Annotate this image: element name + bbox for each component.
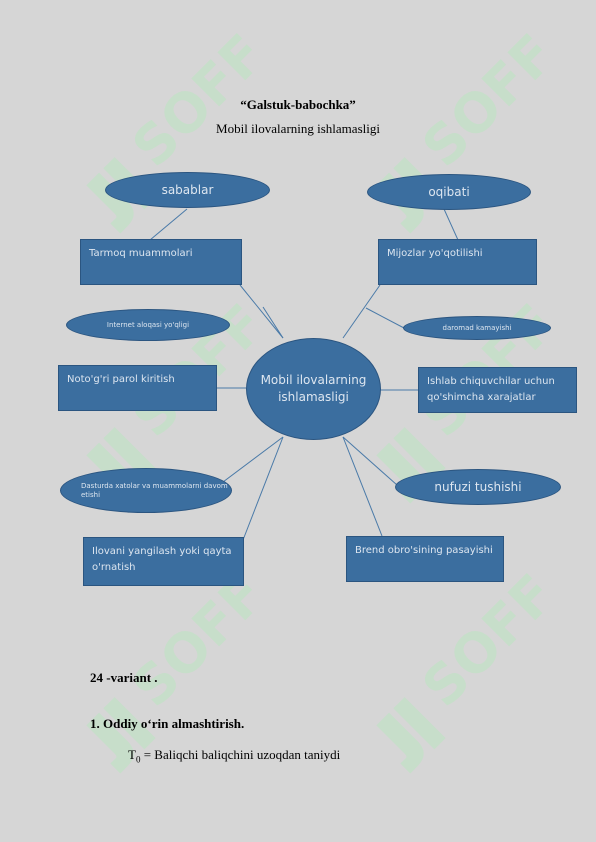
formula-line: T0 = Baliqchi baliqchini uzoqdan taniydi: [128, 747, 340, 765]
document-title: “Galstuk-babochka”: [240, 97, 356, 112]
effect-box-1: Mijozlar yo'qotilishi: [378, 239, 537, 285]
bowtie-diagram: sabablar oqibati Tarmoq muammolari Inter…: [0, 160, 596, 600]
cause-ellipse-2: Dasturda xatolar va muammolarni davom et…: [60, 468, 232, 513]
variant-label: 24 -variant .: [90, 670, 158, 685]
cause-box-2: Noto'g'ri parol kiritish: [58, 365, 217, 411]
effects-header: oqibati: [367, 174, 531, 210]
formula-text: = Baliqchi baliqchini uzoqdan taniydi: [140, 747, 341, 762]
cause-ellipse-1-label: Internet aloqasi yo'qligi: [106, 321, 190, 329]
effect-ellipse-1: daromad kamayishi: [403, 316, 551, 340]
causes-header: sabablar: [105, 172, 270, 208]
cause-box-3: Ilovani yangilash yoki qayta o'rnatish: [83, 537, 244, 586]
center-problem: Mobil ilovalarning ishlamasligi: [246, 338, 381, 440]
formula-subscript: 0: [135, 754, 141, 765]
document-subtitle: Mobil ilovalarning ishlamasligi: [216, 121, 380, 136]
causes-header-label: sabablar: [161, 183, 214, 197]
effect-ellipse-1-label: daromad kamayishi: [442, 324, 512, 332]
effect-box-2: Ishlab chiquvchilar uchun qo'shimcha xar…: [418, 367, 577, 413]
formula-variable: T: [128, 747, 136, 762]
effect-ellipse-2-label: nufuzi tushishi: [434, 480, 522, 494]
effect-ellipse-2: nufuzi tushishi: [395, 469, 561, 505]
effects-header-label: oqibati: [428, 185, 470, 199]
effect-box-3: Brend obro'sining pasayishi: [346, 536, 504, 582]
connector-lines: [149, 208, 459, 541]
cause-ellipse-1: Internet aloqasi yo'qligi: [66, 309, 230, 341]
task-heading: 1. Oddiy o‘rin almashtirish.: [90, 716, 245, 731]
cause-box-1: Tarmoq muammolari: [80, 239, 242, 285]
center-problem-label: Mobil ilovalarning ishlamasligi: [260, 373, 367, 404]
cause-ellipse-2-label: Dasturda xatolar va muammolarni davom et…: [81, 481, 228, 499]
